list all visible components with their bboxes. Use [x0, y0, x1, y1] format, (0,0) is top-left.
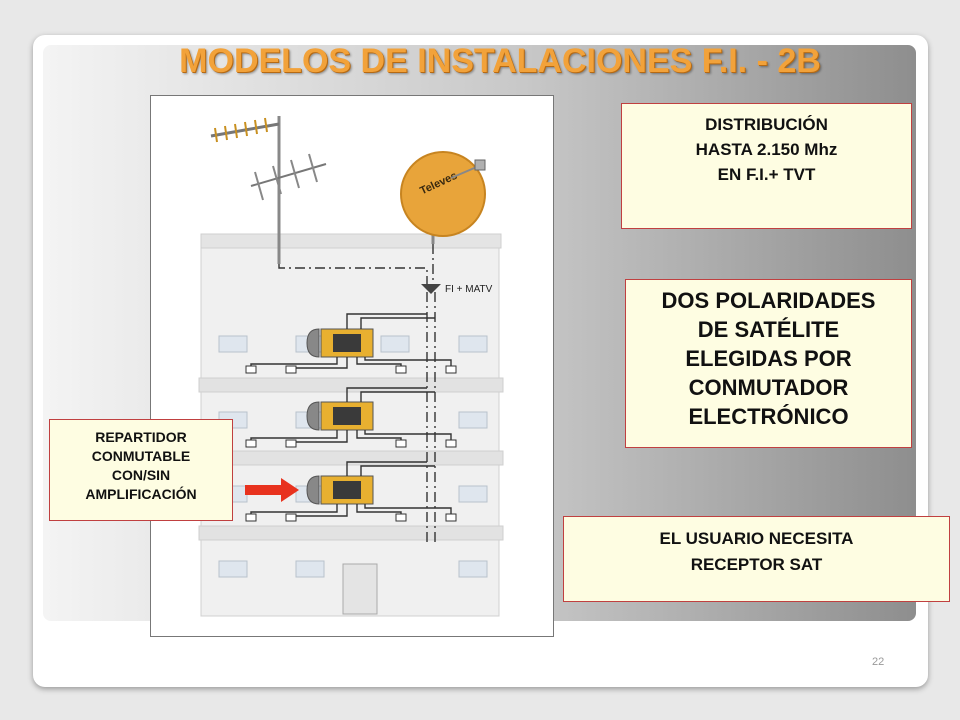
slide-title: MODELOS DE INSTALACIONES F.I. - 2B	[179, 42, 821, 80]
wall-outlets	[245, 365, 457, 522]
polarities-line-4: CONMUTADOR	[688, 375, 849, 400]
polarities-line-5: ELECTRÓNICO	[688, 404, 849, 429]
floor-slab-1	[198, 377, 504, 393]
trunk-connections	[346, 313, 435, 476]
distribution-line-2: HASTA 2.150 Mhz	[695, 140, 838, 159]
splitter-floor-3	[306, 475, 374, 505]
polarities-line-1: DOS POLARIDADES	[661, 288, 876, 313]
terrestrial-antenna-uhf	[210, 117, 280, 143]
polarities-callout: DOS POLARIDADES DE SATÉLITE ELEGIDAS POR…	[625, 279, 912, 448]
floor-slab-2	[198, 450, 504, 466]
page-number: 22	[872, 656, 885, 668]
terrestrial-antenna-vhf	[250, 153, 327, 201]
splitter-floor-1	[306, 328, 374, 358]
splitter-line-2: CONMUTABLE	[91, 448, 191, 464]
building-diagram: Televes FI + MATV	[150, 95, 554, 637]
entrance-door	[342, 563, 378, 615]
satellite-dish	[400, 151, 486, 237]
splitter-callout: REPARTIDOR CONMUTABLE CON/SIN AMPLIFICAC…	[49, 419, 233, 521]
feed-label: FI + MATV	[445, 284, 493, 295]
polarities-line-3: ELEGIDAS POR	[685, 346, 852, 371]
user-line-2: RECEPTOR SAT	[690, 555, 823, 574]
feed-cables	[278, 244, 436, 546]
polarities-line-2: DE SATÉLITE	[697, 317, 840, 342]
user-line-1: EL USUARIO NECESITA	[659, 529, 854, 548]
lnb	[474, 159, 486, 171]
lnb-arm	[450, 165, 480, 179]
splitter-line-4: AMPLIFICACIÓN	[85, 486, 197, 502]
floor-slab-3	[198, 525, 504, 541]
building-illustration: Televes FI + MATV	[198, 116, 504, 617]
roof-parapet	[200, 233, 502, 249]
distribution-line-3: EN F.I.+ TVT	[717, 165, 816, 184]
pointer-arrow-icon	[245, 478, 299, 502]
distribution-line-1: DISTRIBUCIÓN	[705, 115, 828, 134]
distribution-callout: DISTRIBUCIÓN HASTA 2.150 Mhz EN F.I.+ TV…	[621, 103, 912, 229]
user-callout: EL USUARIO NECESITA RECEPTOR SAT	[563, 516, 950, 602]
splitter-floor-2	[306, 401, 374, 431]
splitter-line-1: REPARTIDOR	[95, 429, 187, 445]
feed-triangle-icon	[421, 284, 441, 294]
splitter-line-3: CON/SIN	[111, 467, 171, 483]
